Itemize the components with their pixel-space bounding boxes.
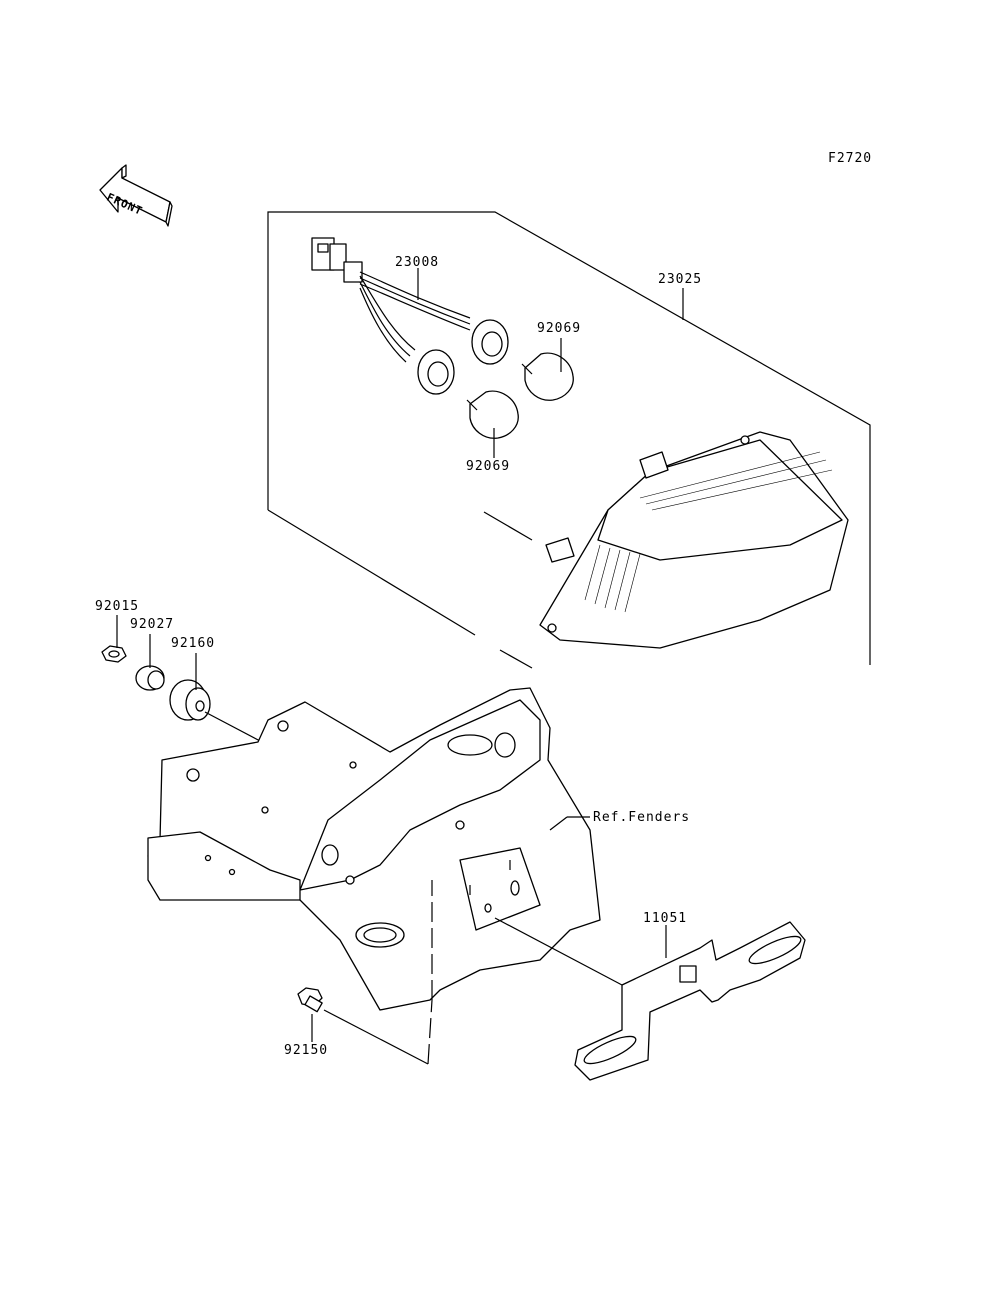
part-number-23025: 23025 (658, 272, 703, 287)
tail-lamp-unit (539, 431, 849, 649)
rear-fender-frame (147, 687, 601, 1011)
assembly-bracket-23025 (267, 211, 871, 665)
part-number-92150: 92150 (284, 1043, 329, 1058)
collar-92027 (135, 665, 165, 691)
part-number-92069-lower: 92069 (466, 459, 511, 474)
part-number-92160: 92160 (171, 636, 216, 651)
bulb-92069-lower (466, 390, 519, 439)
reference-fenders: Ref.Fenders (593, 810, 691, 825)
bolt-92150 (297, 987, 323, 1013)
front-arrow-icon (99, 164, 173, 227)
part-number-92027: 92027 (130, 617, 175, 632)
license-bracket-11051 (574, 921, 806, 1081)
part-number-23008: 23008 (395, 255, 440, 270)
figure-code: F2720 (828, 151, 873, 166)
grommet-92160 (169, 679, 211, 721)
nut-92015 (101, 645, 127, 663)
part-number-92015: 92015 (95, 599, 140, 614)
bulb-92069-upper (521, 352, 574, 401)
part-number-92069-upper: 92069 (537, 321, 582, 336)
part-number-11051: 11051 (643, 911, 688, 926)
socket-harness-23008 (311, 237, 509, 395)
